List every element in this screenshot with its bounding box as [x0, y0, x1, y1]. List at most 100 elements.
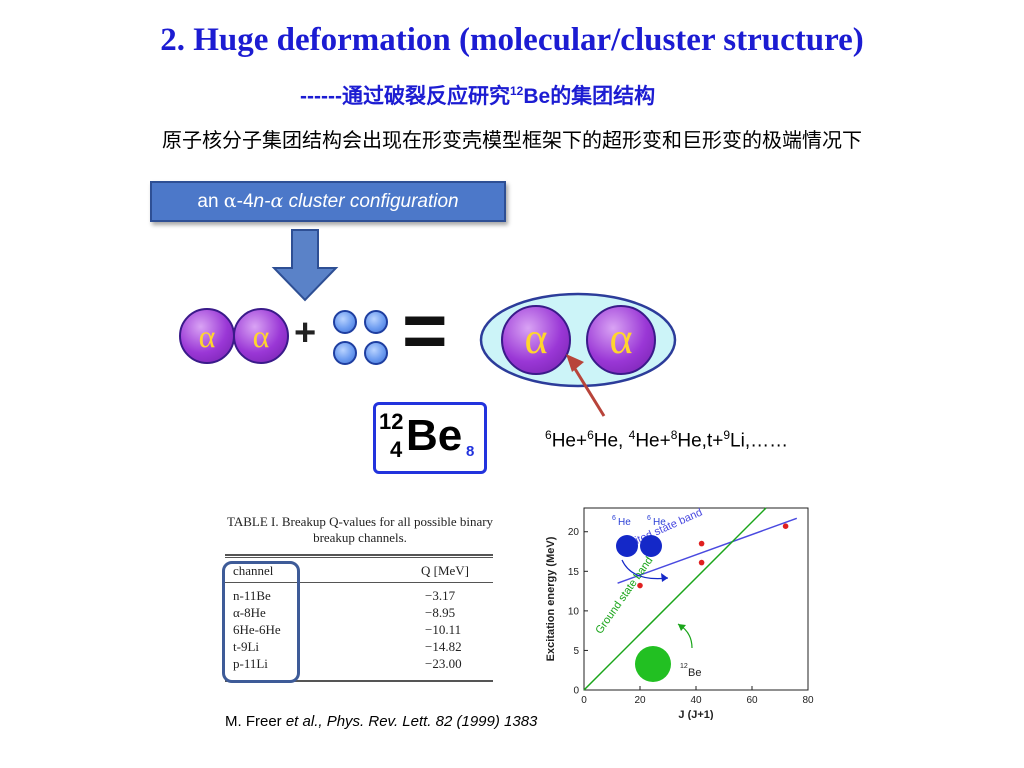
table-cell-channel: 6He-6He: [233, 622, 281, 637]
y-tick-label: 20: [568, 527, 580, 538]
alpha-particle: α: [501, 305, 571, 375]
inset-arrow-head: [661, 573, 668, 582]
table-header-q: Q [MeV]: [421, 563, 470, 578]
breakup-channels: 6He+6He, 4He+8He,t+9Li,……: [545, 428, 788, 452]
neutron: [364, 310, 388, 334]
be-element: Be: [406, 411, 463, 460]
band-line: [583, 507, 767, 691]
cluster-text-dash: -: [264, 191, 271, 212]
ch-sup: 4: [628, 428, 636, 442]
he-mass-label: 6: [612, 515, 616, 522]
cluster-text-post: cluster configuration: [283, 191, 459, 212]
x-axis-label: J (J+1): [678, 709, 713, 720]
subtitle-mass: 12: [509, 84, 524, 98]
alpha-particle: α: [179, 308, 235, 364]
subtitle-suffix: 的集团结构: [550, 85, 656, 108]
data-point: [782, 523, 789, 529]
subtitle: ------通过破裂反应研究12Be的集团结构: [300, 80, 655, 110]
be-element-label: Be: [688, 667, 701, 679]
ch-text: He,t+: [677, 430, 724, 452]
x-tick-label: 80: [802, 695, 814, 706]
equals-sign: =: [402, 286, 448, 374]
ch-sup: 9: [723, 428, 731, 442]
he-mass-label: 6: [647, 515, 651, 522]
cluster-text-alpha: α: [223, 190, 237, 212]
table-cell-channel: n-11Be: [233, 588, 271, 603]
citation: M. Freer et al., Phys. Rev. Lett. 82 (19…: [225, 713, 537, 730]
alpha-symbol: α: [252, 318, 270, 354]
subtitle-prefix: ------通过破裂反应研究: [300, 85, 510, 108]
data-point: [698, 540, 705, 547]
y-tick-label: 0: [573, 686, 579, 697]
table-cell-q: −23.00: [425, 656, 462, 671]
data-point: [698, 559, 705, 566]
cluster-text-mid: -4: [236, 191, 254, 212]
table-rule: [225, 554, 493, 556]
cluster-text-n: n: [253, 191, 265, 212]
table-rule: [225, 680, 493, 682]
alpha-symbol: α: [609, 314, 633, 363]
be-mass-label: 12: [680, 663, 688, 670]
x-tick-label: 0: [581, 695, 587, 706]
citation-author: M. Freer: [225, 713, 286, 730]
breakup-table: TABLE I. Breakup Q-values for all possib…: [222, 510, 500, 690]
down-arrow-icon: [271, 229, 339, 302]
be12-ground-icon: [635, 646, 671, 682]
chart-axes: 0 20 40 60 80 0 5 10 15 20 J (J+1) Excitation energ…: [545, 507, 814, 720]
ch-text: Li,……: [730, 430, 789, 452]
table-header-channel: channel: [233, 563, 274, 578]
neutron: [333, 310, 357, 334]
y-tick-label: 10: [568, 606, 580, 617]
ch-sup: 8: [670, 428, 678, 442]
he-element-label: He: [618, 517, 631, 528]
cluster-text-pre: an: [197, 191, 224, 212]
alpha-symbol: α: [524, 314, 548, 363]
red-arrow-icon: [566, 354, 606, 417]
be-mass-number: 12: [379, 409, 404, 434]
cluster-configuration-box: an α-4n-α cluster configuration: [150, 181, 506, 222]
he6-cluster-icon: [640, 535, 662, 557]
table-cell-q: −8.95: [425, 605, 456, 620]
alpha-particle: α: [233, 308, 289, 364]
table-cell-q: −3.17: [425, 588, 456, 603]
ch-text: He+: [551, 430, 588, 452]
he6-cluster-icon: [616, 535, 638, 557]
table-cell-q: −10.11: [425, 622, 462, 637]
neutron: [333, 341, 357, 365]
citation-etal: et al.,: [285, 713, 327, 730]
y-tick-label: 5: [573, 646, 579, 657]
table-caption: TABLE I. Breakup Q-values for all possib…: [226, 514, 494, 545]
alpha-symbol: α: [198, 318, 216, 354]
be12-label: 12 4 Be 8: [373, 402, 487, 474]
chart-points: [637, 523, 789, 589]
ch-sup: 6: [587, 428, 594, 442]
y-axis-label: Excitation energy (MeV): [545, 536, 557, 661]
band-line: [617, 517, 798, 584]
description: 原子核分子集团结构会出现在形变壳模型框架下的超形变和巨形变的极端情况下: [162, 130, 862, 152]
x-tick-label: 60: [746, 695, 758, 706]
excitation-chart: 0 20 40 60 80 0 5 10 15 20 J (J+1) Excitation energ…: [545, 506, 814, 720]
he-element-label: He: [653, 517, 666, 528]
table-cell-channel: p-11Li: [233, 656, 268, 671]
table-highlight: [222, 561, 300, 683]
page-title: 2. Huge deformation (molecular/cluster s…: [160, 22, 864, 58]
be-neutron-number: 8: [466, 443, 475, 460]
subtitle-element: Be: [523, 85, 551, 108]
ch-sup: 6: [545, 428, 552, 442]
be-atomic-number: 4: [390, 437, 403, 462]
table-rule: [225, 582, 493, 583]
ch-text: He,: [593, 430, 629, 452]
ch-text: He+: [635, 430, 671, 452]
cluster-text-alpha: α: [270, 190, 284, 212]
x-tick-label: 40: [690, 695, 702, 706]
citation-journal: Phys. Rev. Lett. 82 (1999) 1383: [326, 713, 538, 730]
band-label: Ground state band: [593, 555, 655, 637]
neutron: [364, 341, 388, 365]
data-point: [637, 582, 643, 589]
x-tick-label: 20: [634, 695, 646, 706]
table-cell-channel: t-9Li: [233, 639, 259, 654]
y-tick-label: 15: [568, 567, 580, 578]
plus-sign: +: [294, 312, 317, 354]
